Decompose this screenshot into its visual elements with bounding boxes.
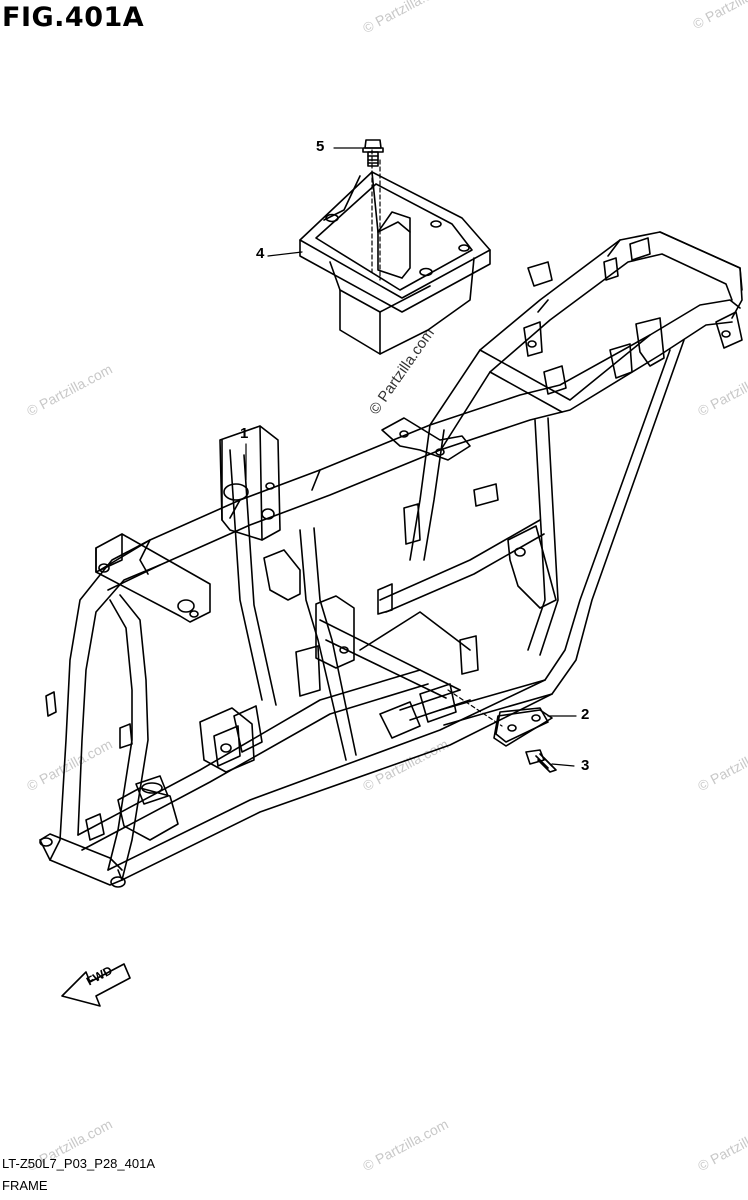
callout-leaders — [245, 147, 577, 767]
plate-2-drawing — [493, 709, 553, 747]
callout-4: 4 — [256, 245, 265, 262]
callout-2: 2 — [581, 706, 590, 723]
frame-tubes — [39, 231, 743, 888]
callout-5: 5 — [316, 138, 325, 155]
bolt-3-drawing — [525, 749, 557, 773]
fwd-arrow-icon — [61, 963, 131, 1007]
battery-box-drawing — [299, 171, 491, 355]
callout-3: 3 — [581, 757, 590, 774]
figure-title: FIG.401A — [2, 2, 145, 33]
callout-1: 1 — [240, 425, 249, 442]
figure-caption: FRAME — [2, 1178, 48, 1193]
bolt-5-drawing — [362, 139, 384, 167]
figure-code: LT-Z50L7_P03_P28_401A — [2, 1156, 155, 1171]
frame-brackets — [45, 237, 743, 841]
